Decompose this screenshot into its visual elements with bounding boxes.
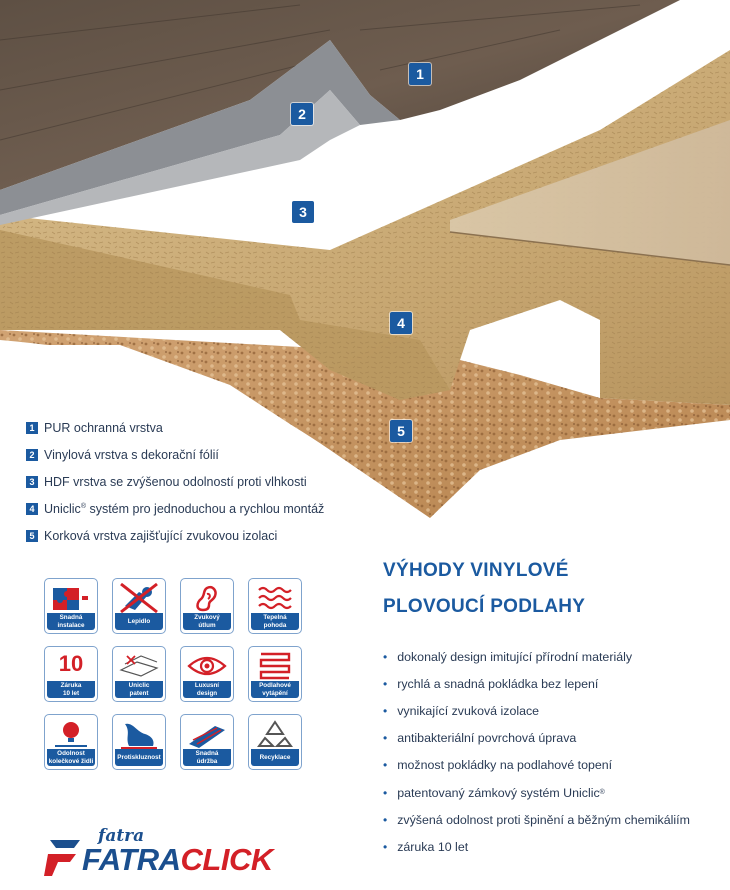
vinyl-layer xyxy=(0,40,400,215)
layer-badge-3: 3 xyxy=(292,201,314,223)
list-item: •zvýšená odolnost proti špinění a běžným… xyxy=(383,812,690,827)
layer-badge-2: 2 xyxy=(291,103,313,125)
advantages-list: •dokonalý design imitující přírodní mate… xyxy=(383,643,728,861)
legend-text: HDF vrstva se zvýšenou odolností proti v… xyxy=(44,474,307,489)
fatra-swoosh-icon xyxy=(44,840,80,876)
top-board-right xyxy=(450,120,730,265)
legend-number: 4 xyxy=(26,502,38,515)
legend-number: 1 xyxy=(26,421,38,434)
list-item: •rychlá a snadná pokládka bez lepení xyxy=(383,676,599,691)
list-item: •záruka 10 let xyxy=(383,839,469,854)
legend-text: Vinylová vrstva s dekorační fólií xyxy=(44,447,219,462)
list-item: •antibakteriální povrchová úprava xyxy=(383,731,577,746)
legend-number: 3 xyxy=(26,475,38,488)
layer-badge-5: 5 xyxy=(390,420,412,442)
list-item: •dokonalý design imitující přírodní mate… xyxy=(383,649,633,664)
layer-badge-4: 4 xyxy=(390,312,412,334)
advantages-title-line1: VÝHODY VINYLOVÉ xyxy=(383,560,569,581)
floor-layers-illustration xyxy=(0,0,730,520)
list-item: •patentovaný zámkový systém Uniclic® xyxy=(383,785,605,800)
list-item: •vynikající zvuková izolace xyxy=(383,703,540,718)
advantages-title-line2: PLOVOUCÍ PODLAHY xyxy=(383,596,586,617)
recycle-icon: Recyklace xyxy=(248,714,302,770)
legend-text: PUR ochranná vrstva xyxy=(44,420,163,435)
legend-text: Korková vrstva zajišťující zvukovou izol… xyxy=(44,528,278,543)
legend-item: 2 Vinylová vrstva s dekorační fólií xyxy=(26,441,386,468)
legend-number: 5 xyxy=(26,529,38,542)
fatraclick-logo: fatra FATRACLICK xyxy=(44,826,314,882)
legend-item: 3 HDF vrstva se zvýšenou odolností proti… xyxy=(26,468,386,495)
decor-layer xyxy=(0,0,680,190)
anti-slip-icon: Protiskluznost xyxy=(112,714,166,770)
legend-number: 2 xyxy=(26,448,38,461)
legend-item: 5 Korková vrstva zajišťující zvukovou iz… xyxy=(26,522,386,549)
layer-legend: 1 PUR ochranná vrstva 2 Vinylová vrstva … xyxy=(26,414,386,549)
logo-big-text: FATRACLICK xyxy=(82,842,273,877)
logo-small-text: fatra xyxy=(98,826,145,846)
legend-item: 1 PUR ochranná vrstva xyxy=(26,414,386,441)
layer-badge-1: 1 xyxy=(409,63,431,85)
legend-item: 4 Uniclic® systém pro jednoduchou a rych… xyxy=(26,495,386,522)
legend-text: Uniclic® systém pro jednoduchou a rychlo… xyxy=(44,501,325,516)
list-item: •možnost pokládky na podlahové topení xyxy=(383,758,613,773)
no-glue-icon: Lepidlo xyxy=(112,578,166,634)
cutaway-white xyxy=(0,340,430,520)
